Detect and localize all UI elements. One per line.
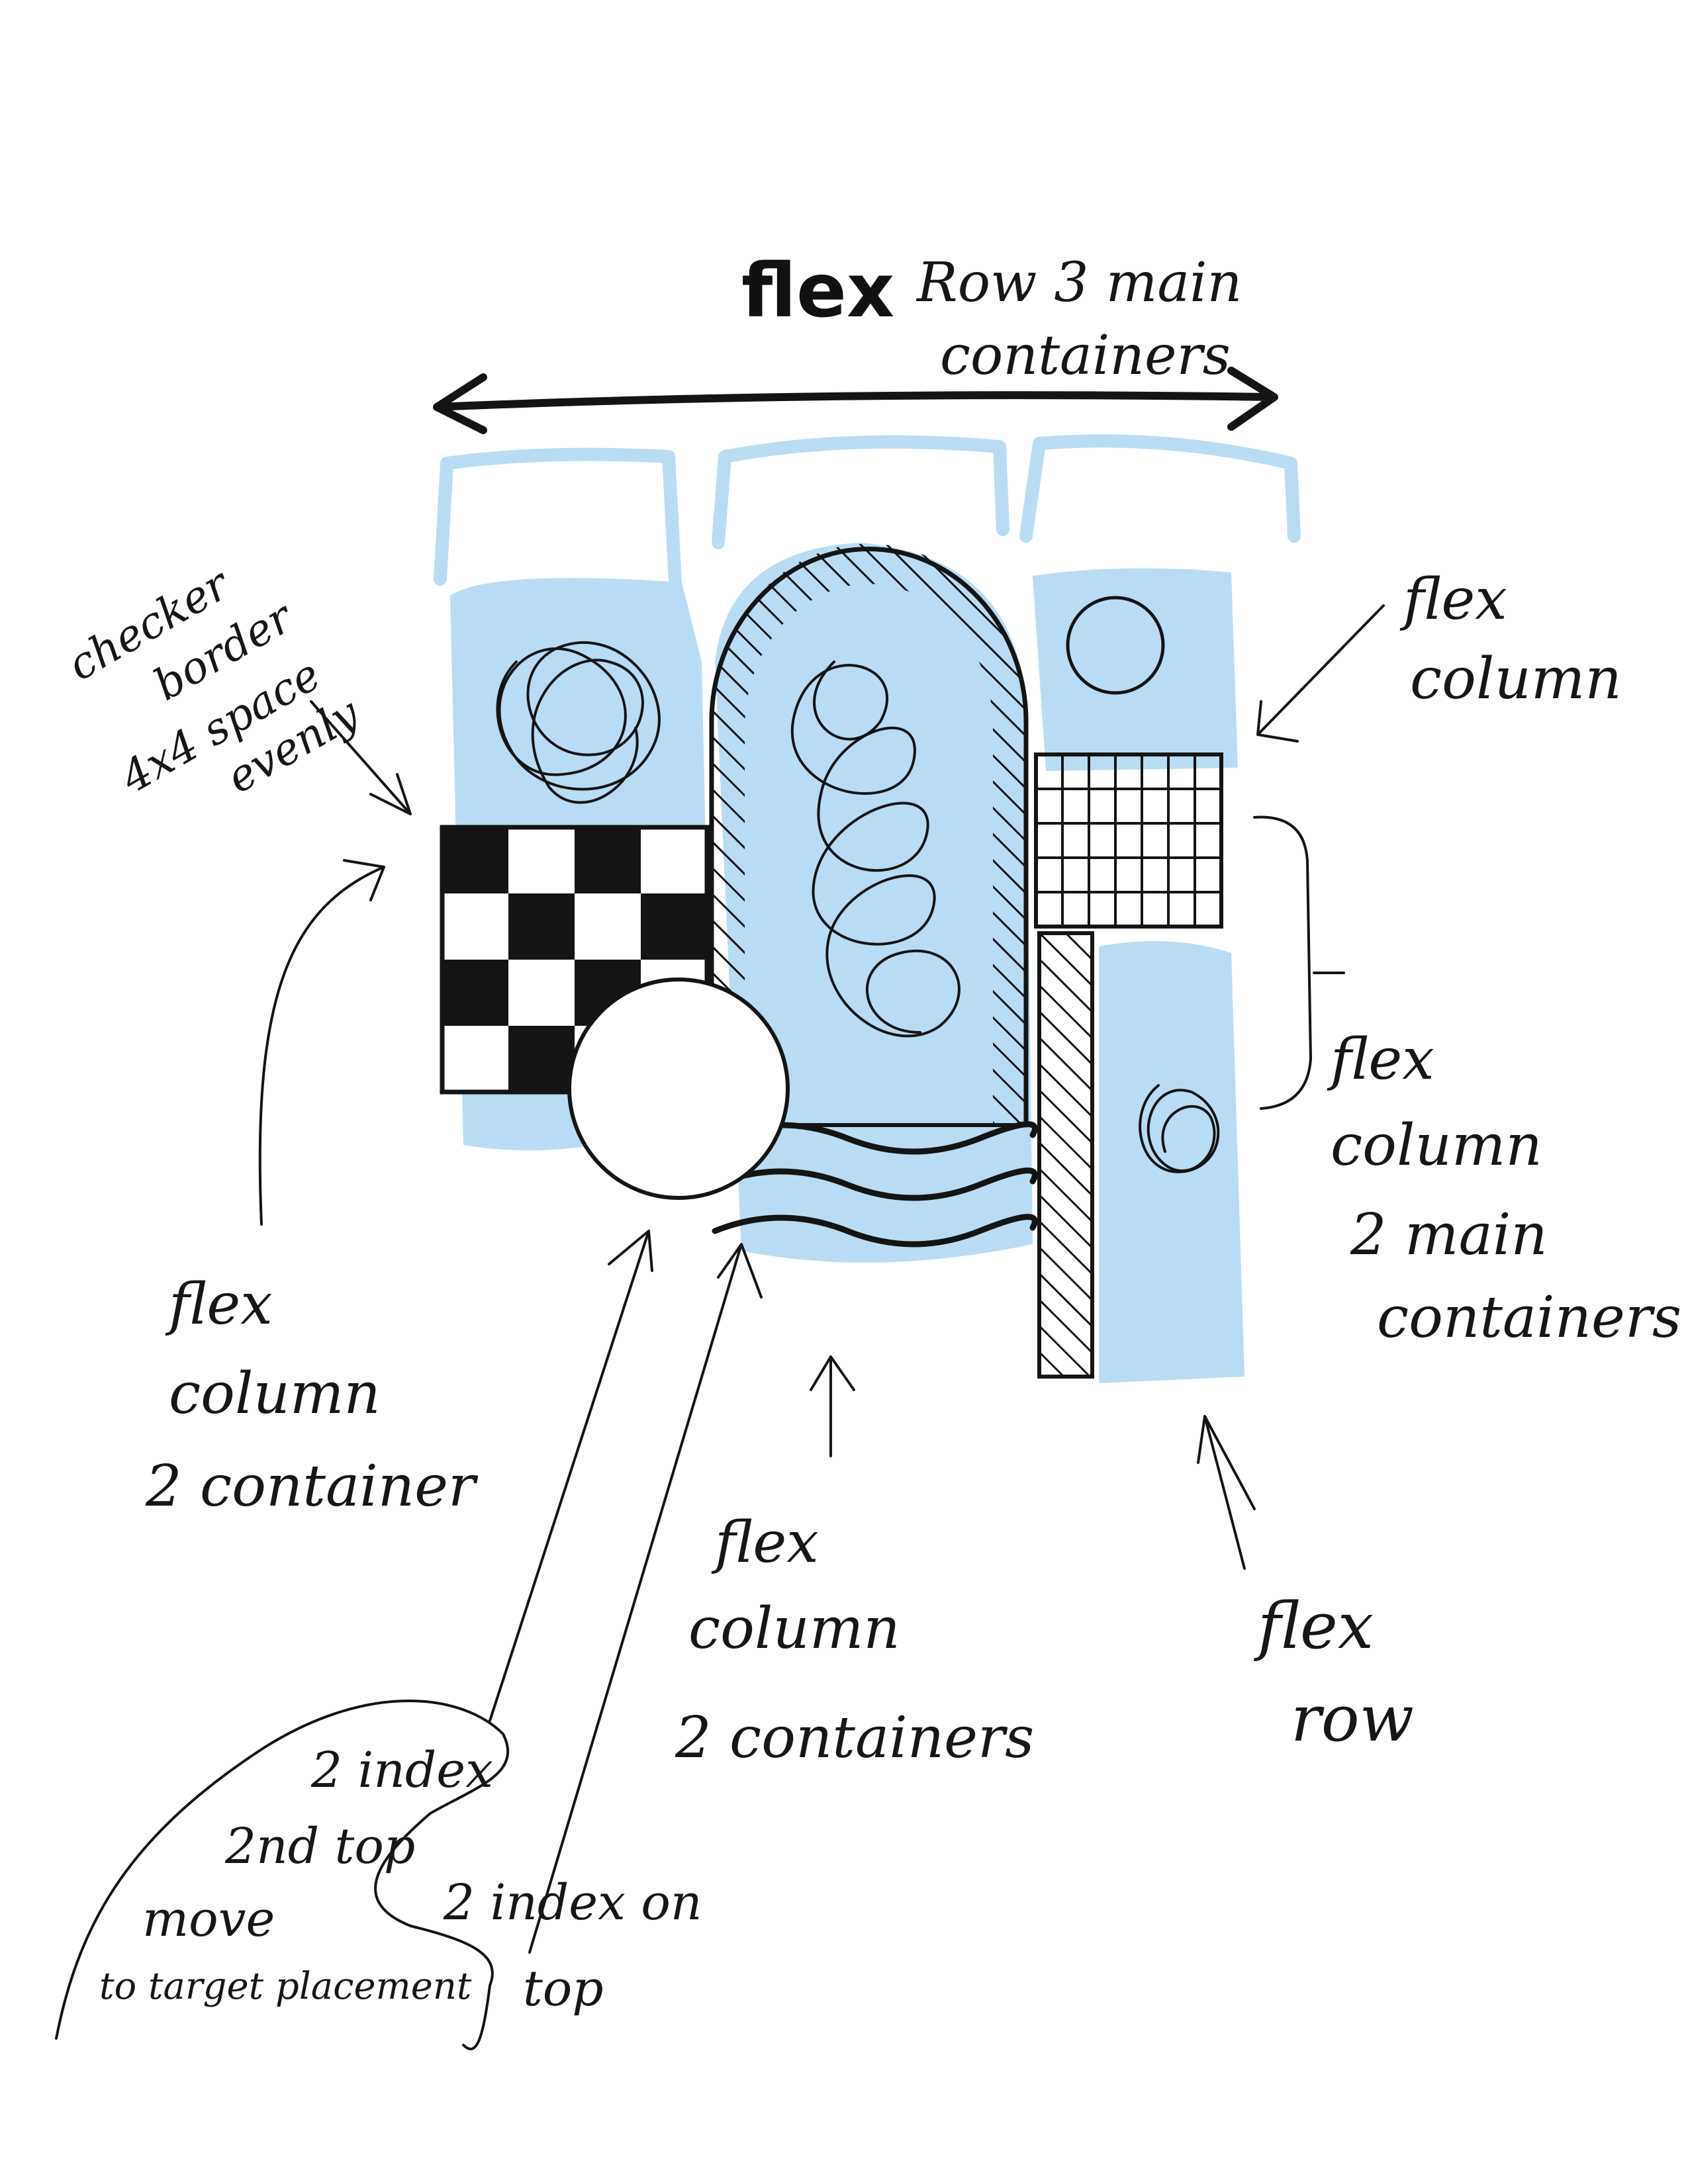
center-bottom-arrow — [811, 1357, 854, 1456]
center-bottom-1: flex — [711, 1510, 819, 1576]
right-mid-1: flex — [1327, 1026, 1434, 1093]
left-bottom-3: 2 container — [145, 1453, 479, 1520]
bracket-left — [440, 455, 675, 582]
z-bubble-3: move — [142, 1891, 275, 1948]
checker-arrow — [311, 702, 410, 814]
center-bottom-3: 2 containers — [675, 1705, 1034, 1771]
title-rest: Row 3 main — [915, 251, 1242, 314]
z-top-1: 2 index on — [443, 1874, 702, 1931]
title-bold: flex — [741, 248, 894, 334]
right-bottom-arrow — [1198, 1416, 1254, 1569]
right-annotations: flex column flex column 2 main container… — [1254, 567, 1681, 1351]
title-line2: containers — [940, 324, 1231, 387]
right-bottom-2: row — [1291, 1682, 1414, 1756]
z-bubble-2: 2nd top — [224, 1818, 415, 1875]
zindex-arrow-1 — [490, 1231, 652, 1721]
right-mid-4: containers — [1377, 1285, 1681, 1351]
bracket-center — [718, 442, 1003, 543]
z-bubble-4: to target placement — [99, 1965, 472, 2008]
grid-box — [1036, 754, 1221, 927]
title-group: flex Row 3 main containers — [437, 248, 1274, 430]
right-top-2: column — [1410, 646, 1622, 712]
left-bottom-2: column — [169, 1361, 381, 1427]
center-bottom-2: column — [688, 1596, 900, 1662]
right-mid-2: column — [1331, 1113, 1542, 1179]
z-top-2: top — [523, 1960, 604, 2017]
left-bottom-arrow — [260, 860, 384, 1224]
checker-annotation: checker border 4x4 space evenly — [60, 557, 411, 814]
right-mid-3: 2 main — [1350, 1202, 1548, 1268]
right-top-1: flex — [1399, 567, 1507, 633]
right-top-arrow — [1258, 606, 1383, 741]
left-bottom-1: flex — [165, 1271, 273, 1338]
hatched-strip — [1039, 933, 1092, 1377]
blue-fill-right-lower — [1099, 941, 1244, 1383]
overlap-circle — [569, 979, 788, 1198]
z-bubble-1: 2 index — [310, 1742, 493, 1799]
bracket-right — [1026, 441, 1294, 536]
right-bottom-1: flex — [1254, 1589, 1374, 1663]
blue-fill-right — [1033, 569, 1238, 771]
